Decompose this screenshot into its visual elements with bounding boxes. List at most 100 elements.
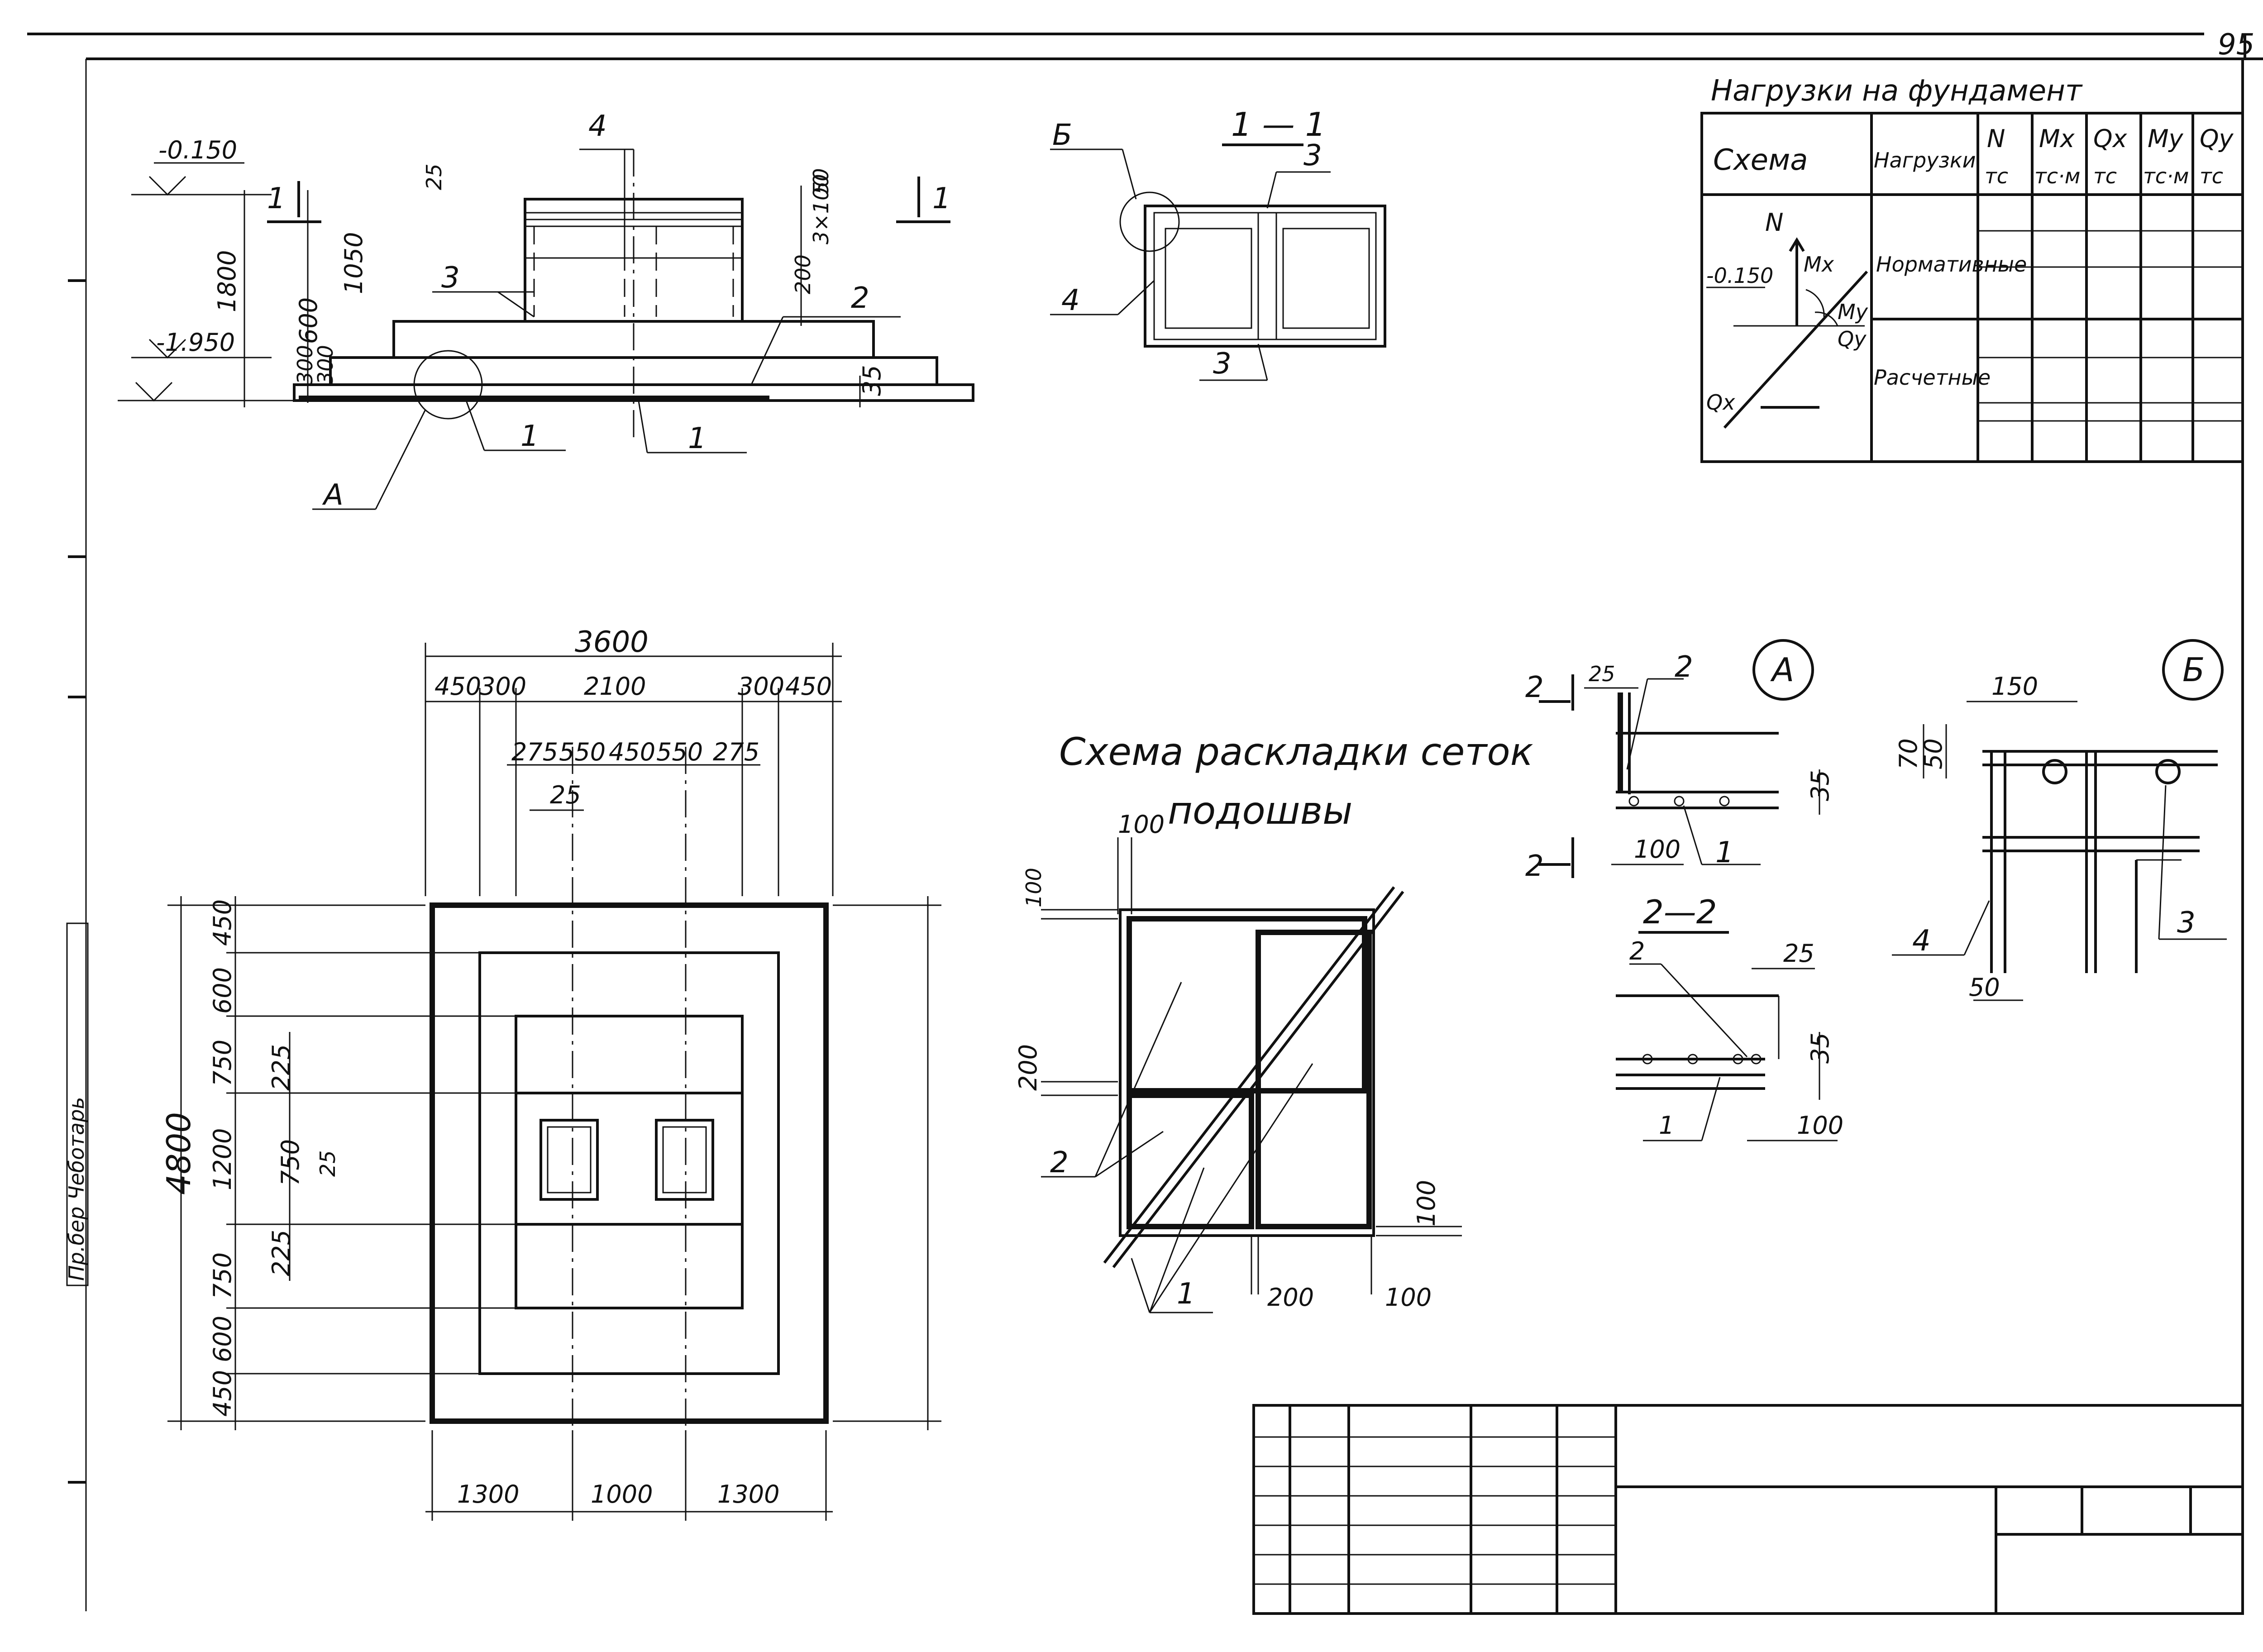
col-mx-unit: тс·м (2034, 164, 2080, 188)
dim-1800: 1800 (213, 250, 241, 312)
detail-a: А 25 35 100 2 1 2 2 (1525, 639, 1834, 883)
detail-b-dim-50-left: 50 (1919, 738, 1948, 769)
plan-dim-225-bottom: 225 (267, 1230, 296, 1276)
sec11-callout-3-bottom: 3 (1213, 347, 1232, 381)
plan-dim-left-600-top: 600 (208, 967, 237, 1014)
col-scheme-header: Схема (1713, 143, 1808, 177)
plan-dim-550-r: 550 (656, 738, 703, 766)
plan-dim-left-750-bottom: 750 (208, 1252, 237, 1299)
sec22-callout-2: 2 (1629, 937, 1645, 965)
dim-600: 600 (294, 297, 323, 344)
dim-200: 200 (791, 254, 815, 294)
detail-b-dim-50-bottom: 50 (1969, 973, 2000, 1002)
sec11-callout-b: Б (1052, 119, 1072, 152)
detail-b-callout-4: 4 (1912, 924, 1931, 958)
col-n-name: N (1987, 124, 2005, 153)
scheme-level-label: -0.150 (1706, 263, 1773, 288)
plan-dim-1300-r: 1300 (717, 1480, 779, 1509)
mesh-dim-100-right: 100 (1412, 1180, 1441, 1227)
dim-50: 50 (809, 168, 833, 195)
col-mx-name: Mx (2039, 124, 2075, 153)
mesh-dim-100-bottom: 100 (1385, 1283, 1432, 1312)
plan-dim-3600: 3600 (575, 625, 649, 659)
plan-dim-left-750-top: 750 (208, 1040, 237, 1086)
scheme-label-mx: Mx (1804, 252, 1834, 277)
plan-dim-left-450-top: 450 (208, 899, 237, 946)
section-2-2-title: 2—2 (1643, 893, 1717, 931)
dim-35: 35 (858, 365, 886, 396)
title-block (1252, 1404, 2244, 1615)
loads-table: Нагрузки на фундамент Схема Нагрузки N т… (1700, 74, 2244, 463)
plan-dim-4800: 4800 (160, 1112, 198, 1195)
plan-dim-1000: 1000 (591, 1480, 653, 1509)
elev-callout-1a: 1 (520, 420, 539, 453)
elev-callout-1b: 1 (688, 422, 707, 455)
scheme-label-qx: Qx (1706, 390, 1735, 415)
dim-1050: 1050 (339, 232, 368, 294)
elev-callout-2: 2 (851, 282, 869, 315)
plan-dim-25-top: 25 (550, 781, 581, 809)
plan-dim-450-r: 450 (785, 672, 832, 701)
detail-a-dim-100: 100 (1634, 835, 1681, 864)
plan-dim-300-r: 300 (738, 672, 784, 701)
plan-dim-left-1200: 1200 (208, 1128, 237, 1190)
mesh-dim-100-top: 100 (1118, 810, 1165, 839)
row-normative-label: Нормативные (1876, 252, 2027, 277)
col-my-unit: тс·м (2143, 164, 2189, 188)
sec22-dim-35: 35 (1806, 1032, 1834, 1064)
mesh-scheme: Схема раскладки сеток подошвы 100 100 20… (1014, 730, 1533, 1313)
col-my-name: My (2148, 124, 2184, 153)
elevation-view: -0.150 -1.950 1800 1050 600 300 300 25 5… (118, 110, 974, 512)
col-loads-header: Нагрузки (1874, 148, 1976, 172)
detail-b-dim-70: 70 (1894, 738, 1923, 769)
section-mark-2-top: 2 (1525, 671, 1544, 704)
mesh-dim-200-bottom: 200 (1267, 1283, 1314, 1312)
mesh-dim-100-left: 100 (1022, 868, 1046, 907)
mesh-callout-2: 2 (1050, 1146, 1069, 1179)
detail-a-title: А (1770, 651, 1794, 689)
detail-b-dim-150: 150 (1991, 672, 2038, 701)
col-qx-unit: тс (2093, 164, 2117, 188)
detail-a-callout-1: 1 (1715, 836, 1734, 869)
section-1-1-title: 1 — 1 (1231, 105, 1326, 143)
plan-dim-225-top: 225 (267, 1044, 296, 1091)
row-design-label: Расчетные (1874, 365, 1991, 390)
load-scheme-sketch: N Mx My Qy Qx -0.150 (1706, 208, 1868, 429)
section-mark-1-right: 1 (932, 182, 951, 215)
loads-table-title: Нагрузки на фундамент (1711, 74, 2083, 108)
dim-3x100: 3×100 (809, 174, 833, 244)
section-mark-1-left: 1 (267, 182, 286, 215)
dim-300-b: 300 (313, 345, 338, 385)
page-number: 95 (2218, 28, 2254, 62)
dim-300-a: 300 (293, 345, 317, 385)
plan-view: 3600 450 300 2100 300 450 275 550 450 55… (160, 625, 941, 1521)
elev-callout-4: 4 (588, 110, 607, 143)
mesh-title-line1: Схема раскладки сеток (1059, 730, 1533, 774)
plan-dim-25-left: 25 (315, 1150, 340, 1177)
mesh-title-line2: подошвы (1168, 788, 1352, 833)
detail-b: Б 150 70 50 50 4 3 (1892, 639, 2227, 1002)
col-qy-unit: тс (2200, 164, 2223, 188)
plan-dim-450-l: 450 (434, 672, 481, 701)
sec11-callout-4: 4 (1061, 284, 1080, 317)
elev-callout-a: А (322, 478, 344, 512)
sec22-dim-25: 25 (1783, 939, 1814, 968)
sec22-dim-100: 100 (1797, 1111, 1843, 1140)
detail-b-title: Б (2182, 651, 2205, 689)
plan-dim-300-l: 300 (480, 672, 526, 701)
plan-dim-left-600-bottom: 600 (208, 1316, 237, 1362)
plan-dim-275-l: 275 (511, 738, 558, 766)
mesh-callout-1: 1 (1177, 1277, 1195, 1311)
detail-a-dim-25: 25 (1589, 662, 1615, 686)
detail-a-callout-2: 2 (1675, 650, 1693, 684)
plan-dim-1300-l: 1300 (457, 1480, 519, 1509)
elev-callout-3: 3 (441, 261, 460, 295)
margin-stamp-text: Пр.бер Чеботарь (64, 1097, 89, 1281)
scheme-label-qy: Qy (1838, 327, 1867, 351)
scheme-label-n: N (1765, 208, 1783, 237)
mesh-dim-200-left: 200 (1014, 1044, 1042, 1091)
section-2-2: 2—2 25 35 100 2 1 (1616, 893, 1843, 1141)
plan-dim-450-c: 450 (609, 738, 655, 766)
col-qy-name: Qy (2200, 124, 2234, 153)
